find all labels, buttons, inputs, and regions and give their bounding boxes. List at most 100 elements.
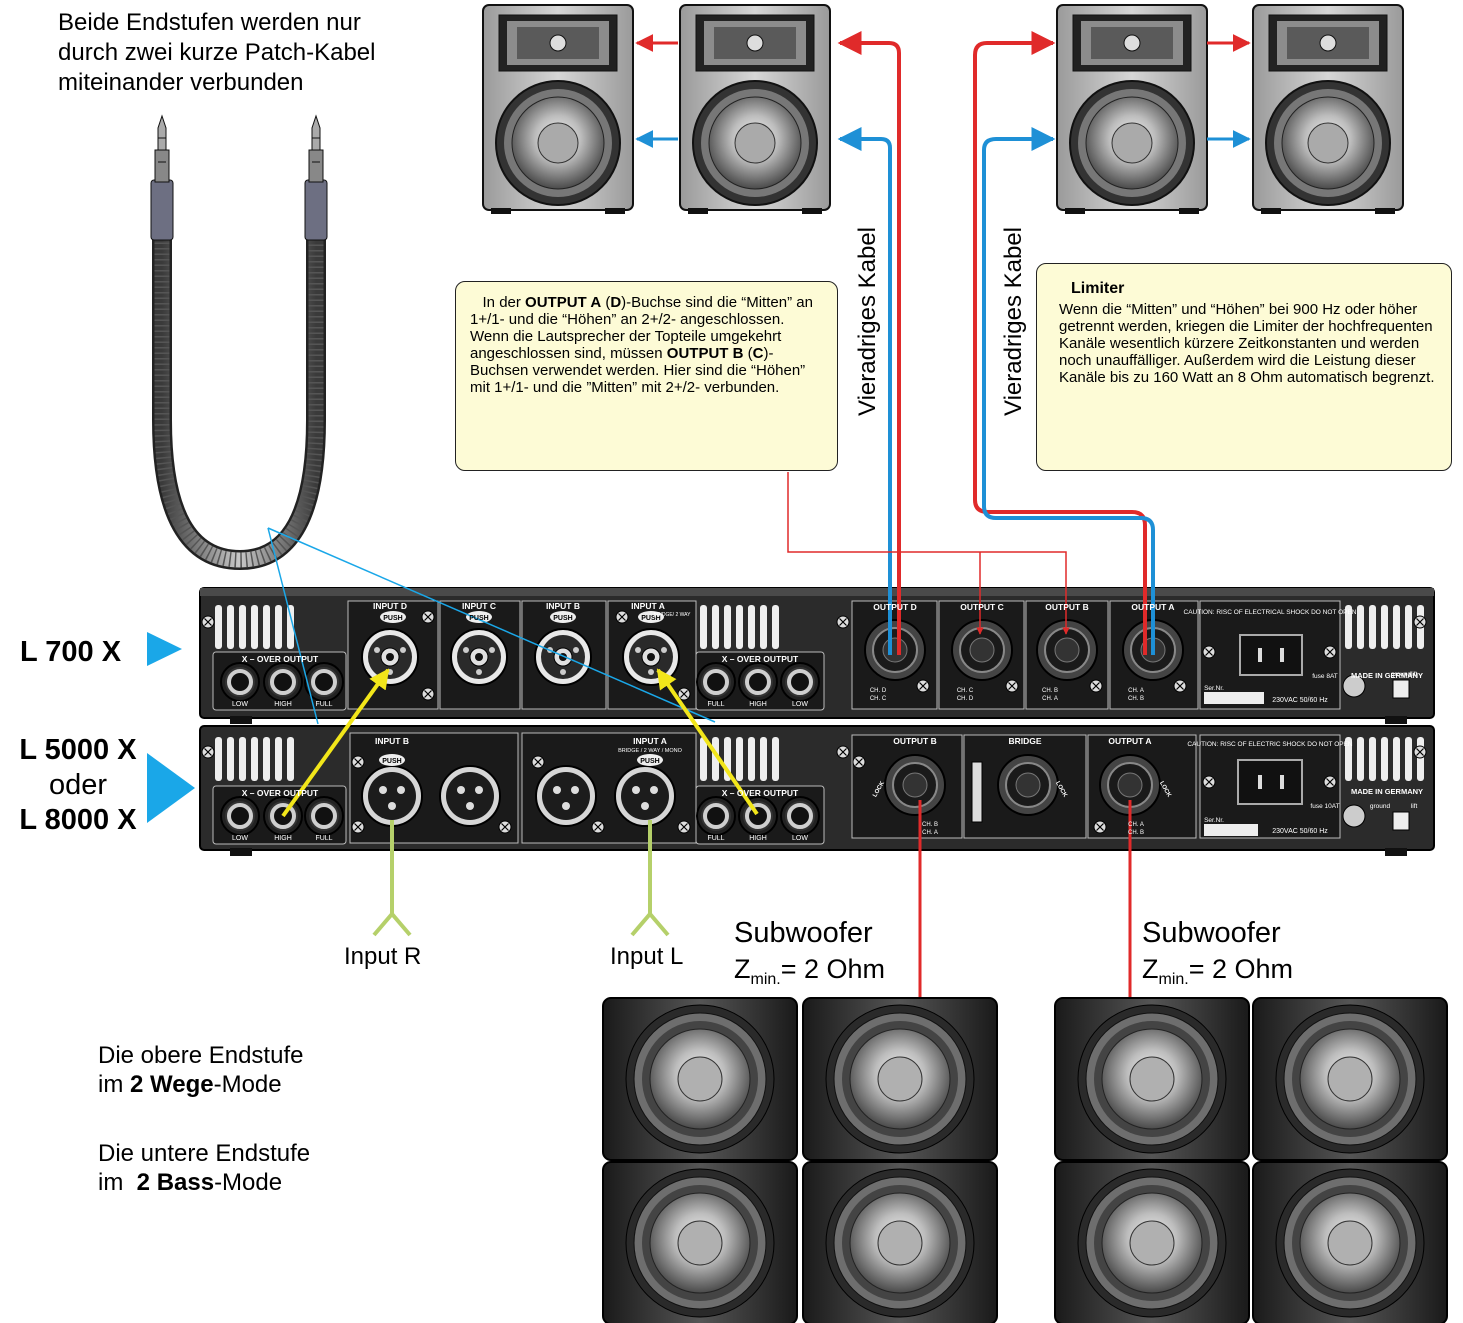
amp-top-made-in: MADE IN GERMANY bbox=[1351, 671, 1423, 680]
amp-bottom-push-b: PUSH bbox=[382, 758, 401, 765]
subwoofer-stack-left bbox=[602, 997, 998, 1323]
amp-bottom-output-b: OUTPUT B bbox=[893, 736, 936, 746]
note-output: In der OUTPUT A (D)-Buchse sind die “Mit… bbox=[455, 281, 838, 471]
amp-top-output-c: OUTPUT C bbox=[960, 602, 1003, 612]
subwoofer-right-label: Subwoofer bbox=[1142, 917, 1281, 949]
amp-top-ch-c: CH. C bbox=[957, 688, 974, 694]
amp-top-port-full: FULL bbox=[315, 701, 332, 708]
sub-left-z: Z bbox=[734, 954, 751, 984]
sub-right-zsub: min. bbox=[1158, 970, 1189, 988]
amp-top-ch-c2: CH. D bbox=[957, 696, 974, 702]
amp-top-push-b: PUSH bbox=[553, 615, 572, 622]
amp-top-ch-d2: CH. C bbox=[870, 696, 887, 702]
amp-top-sernr: Ser.Nr. bbox=[1204, 685, 1224, 692]
amp-top-input-d: INPUT D bbox=[373, 601, 407, 611]
model-l700x: L 700 X bbox=[20, 636, 122, 668]
amp-top-power: 230VAC 50/60 Hz bbox=[1272, 697, 1328, 704]
l5000x-pointer-icon bbox=[147, 753, 195, 823]
amp-top-ch-a2: CH. B bbox=[1128, 696, 1144, 702]
amp-bottom-sernr: Ser.Nr. bbox=[1204, 817, 1224, 824]
model-l5000x-group: L 5000 X oder L 8000 X bbox=[8, 733, 148, 838]
note-output-p3: )-Buchse sind die “Mitten” an 1+/1- und … bbox=[470, 294, 813, 362]
amp-bottom-output-a: OUTPUT A bbox=[1108, 736, 1151, 746]
amp-top-port-high: HIGH bbox=[274, 701, 292, 708]
note-limiter-title: Limiter bbox=[1071, 280, 1125, 297]
amp-bottom-port-low: LOW bbox=[232, 835, 248, 842]
amp-bottom-xover-right-label: X – OVER OUTPUT bbox=[722, 788, 799, 798]
model-or: oder bbox=[48, 769, 108, 801]
amp-bottom-ground-label: ground bbox=[1370, 803, 1391, 810]
top-speaker-3 bbox=[1056, 4, 1208, 215]
amp-top-ch-d: CH. D bbox=[870, 688, 887, 694]
amp-bottom-input-a-sub: BRIDGE / 2 WAY / MONO bbox=[618, 748, 682, 754]
amp-bottom-push-a: PUSH bbox=[640, 758, 659, 765]
amp-bottom-port-full: FULL bbox=[315, 835, 332, 842]
amp-bottom-input-a: INPUT A bbox=[633, 736, 667, 746]
sub-right-z: Z bbox=[1142, 954, 1159, 984]
model-l8000x: L 8000 X bbox=[19, 804, 137, 836]
amp-top-port-high-r: HIGH bbox=[749, 701, 767, 708]
amp-bottom-bridge: BRIDGE bbox=[1008, 736, 1041, 746]
amp-l5000x bbox=[199, 716, 1435, 856]
amp-top-input-a: INPUT A bbox=[631, 601, 665, 611]
amp-bottom-port-low-r: LOW bbox=[792, 835, 808, 842]
top-speaker-1 bbox=[482, 4, 634, 215]
note-output-b1: OUTPUT A bbox=[525, 294, 602, 311]
mode-lower-line-1: Die untere Endstufe bbox=[98, 1140, 311, 1167]
note-output-b2: D bbox=[610, 294, 622, 311]
amp-bottom-made-in: MADE IN GERMANY bbox=[1351, 787, 1423, 796]
note-output-p4: ( bbox=[743, 345, 753, 362]
amp-top-ch-a: CH. A bbox=[1128, 688, 1144, 694]
cable-note: Beide Endstufen werden nur durch zwei ku… bbox=[58, 8, 375, 98]
mode-upper-line-2: im 2 Wege-Mode bbox=[98, 1071, 282, 1098]
note-limiter: Limiter Wenn die “Mitten” und “Höhen” be… bbox=[1036, 263, 1452, 471]
cable-note-line-3: miteinander verbunden bbox=[58, 69, 304, 96]
amp-bottom-ch-a: CH. A bbox=[922, 830, 938, 836]
note-limiter-body: Wenn die “Mitten” und “Höhen” bei 900 Hz… bbox=[1059, 301, 1435, 386]
amp-top-ch-b: CH. B bbox=[1042, 688, 1058, 694]
note-output-b3: OUTPUT B bbox=[666, 345, 744, 362]
note-output-p5: )-Buchsen verwendet werden. Hier sind di… bbox=[470, 345, 806, 396]
mode-lower-line-2: im 2 Bass-Mode bbox=[98, 1169, 283, 1196]
top-speaker-2 bbox=[679, 4, 831, 215]
amp-top-port-low: LOW bbox=[232, 701, 248, 708]
cable-note-line-2: durch zwei kurze Patch-Kabel bbox=[58, 39, 376, 66]
mode-upper-line-1: Die obere Endstufe bbox=[98, 1042, 304, 1069]
amp-bottom-ch-b-bot: CH. B bbox=[1128, 830, 1144, 836]
amp-bottom-ch-b: CH. B bbox=[922, 822, 938, 828]
amp-top-output-b: OUTPUT B bbox=[1045, 602, 1088, 612]
amp-top-ground-label: ground bbox=[1391, 671, 1412, 678]
mode-upper: Die obere Endstufe im 2 Wege-Mode bbox=[98, 1041, 303, 1099]
amp-bottom-fuse: fuse 10AT bbox=[1310, 803, 1339, 810]
mode-lower: Die untere Endstufe im 2 Bass-Mode bbox=[98, 1139, 310, 1197]
amp-top-bridge-label: BRIDGE/ 2 WAY bbox=[654, 612, 692, 618]
amp-bottom-xover-left-label: X – OVER OUTPUT bbox=[242, 788, 319, 798]
amp-top-lift-label: lift bbox=[1411, 671, 1418, 678]
amp-top-xover-right-label: X – OVER OUTPUT bbox=[722, 654, 799, 664]
amp-top-output-a: OUTPUT A bbox=[1131, 602, 1174, 612]
amp-top-port-full-r: FULL bbox=[707, 701, 724, 708]
amp-top-ch-b2: CH. A bbox=[1042, 696, 1058, 702]
note-output-b4: C bbox=[752, 345, 764, 362]
amp-bottom-caution: CAUTION: RISC OF ELECTRIC SHOCK DO NOT O… bbox=[1187, 741, 1353, 748]
patch-cable bbox=[150, 114, 328, 571]
amp-top-caution: CAUTION: RISC OF ELECTRICAL SHOCK DO NOT… bbox=[1184, 609, 1357, 616]
amp-bottom-input-b: INPUT B bbox=[375, 736, 409, 746]
amp-top-input-b: INPUT B bbox=[546, 601, 580, 611]
top-speaker-4 bbox=[1252, 4, 1404, 215]
amp-top-output-d: OUTPUT D bbox=[873, 602, 916, 612]
note-output-p2: ( bbox=[601, 294, 611, 311]
sub-right-zval: = 2 Ohm bbox=[1188, 954, 1294, 984]
amp-top-push-c: PUSH bbox=[469, 615, 488, 622]
cable-label-left: Vieradriges Kabel bbox=[854, 226, 881, 416]
subwoofer-left-impedance: Zmin.= 2 Ohm bbox=[734, 955, 885, 994]
subwoofer-left-label: Subwoofer bbox=[734, 917, 873, 949]
subwoofer-right-impedance: Zmin.= 2 Ohm bbox=[1142, 955, 1293, 994]
sub-left-zval: = 2 Ohm bbox=[780, 954, 886, 984]
amp-top-xover-left-label: X – OVER OUTPUT bbox=[242, 654, 319, 664]
amp-top-fuse: fuse 8AT bbox=[1312, 673, 1338, 680]
cable-note-line-1: Beide Endstufen werden nur bbox=[58, 9, 361, 36]
amp-l700x bbox=[199, 587, 1435, 719]
